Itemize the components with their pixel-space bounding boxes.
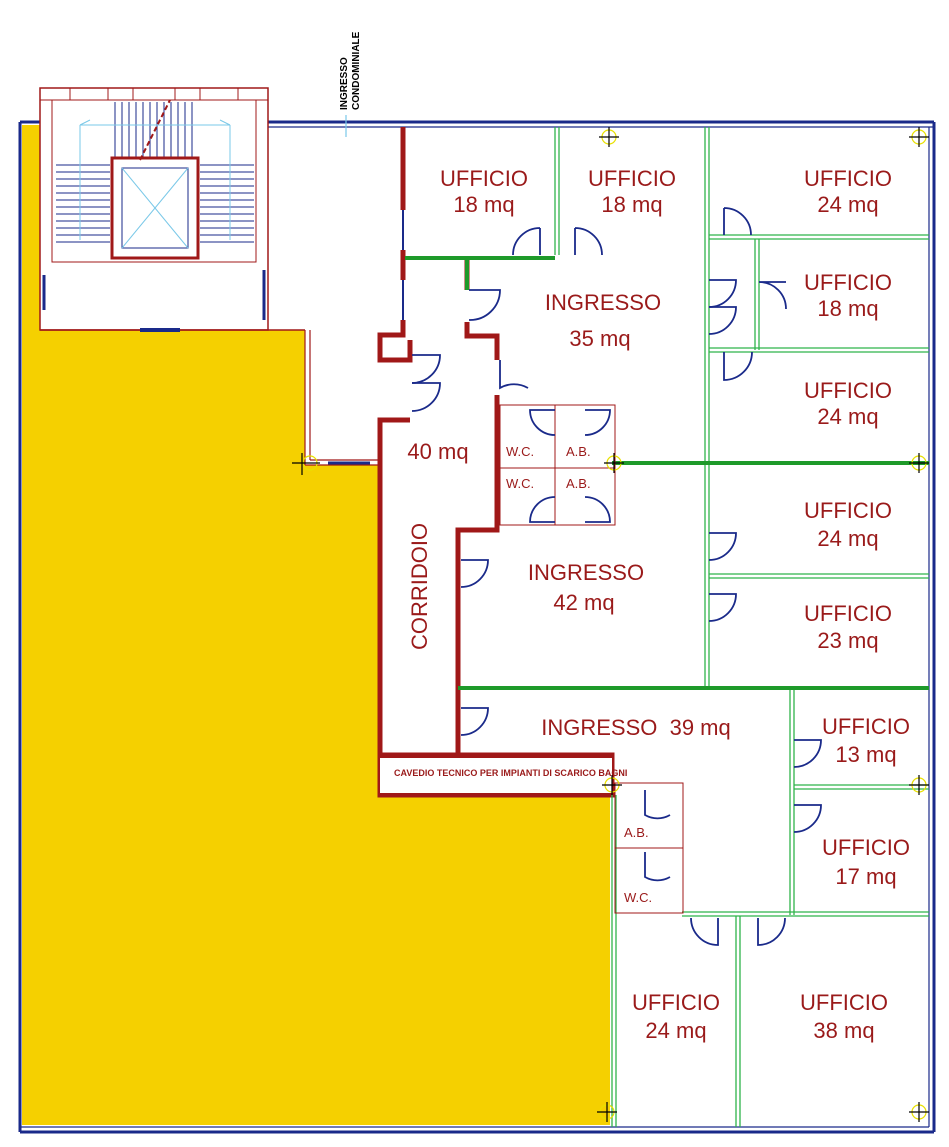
room-uff-1-name: UFFICIO xyxy=(440,166,528,191)
green-partitions-thick xyxy=(405,256,929,690)
room-uff-5-name: UFFICIO xyxy=(804,378,892,403)
stairwell xyxy=(39,87,305,332)
room-uff-7-name: UFFICIO xyxy=(804,601,892,626)
room-uff-11-area: 38 mq xyxy=(813,1018,874,1043)
entrance-walls xyxy=(304,330,378,466)
room-uff-9-area: 17 mq xyxy=(835,864,896,889)
room-uff-8-area: 13 mq xyxy=(835,742,896,767)
room-uff-2-name: UFFICIO xyxy=(588,166,676,191)
ab-label-1: A.B. xyxy=(566,444,591,459)
column-markers xyxy=(292,127,929,1122)
doors xyxy=(411,207,822,946)
wc-label-1: W.C. xyxy=(506,444,534,459)
room-ingresso-2-name: INGRESSO xyxy=(528,560,644,585)
room-uff-6-name: UFFICIO xyxy=(804,498,892,523)
service-blocks xyxy=(499,404,684,914)
entrance-label-1: INGRESSO xyxy=(339,57,350,110)
room-uff-10-area: 24 mq xyxy=(645,1018,706,1043)
cavedio-box xyxy=(380,757,612,793)
room-uff-10-name: UFFICIO xyxy=(632,990,720,1015)
room-uff-1-area: 18 mq xyxy=(453,192,514,217)
wc-label-2: W.C. xyxy=(506,476,534,491)
room-uff-2-area: 18 mq xyxy=(601,192,662,217)
room-uff-3-name: UFFICIO xyxy=(804,166,892,191)
room-uff-8-name: UFFICIO xyxy=(822,714,910,739)
room-corridoio-name: CORRIDOIO xyxy=(407,523,432,650)
room-ingresso-2-area: 42 mq xyxy=(553,590,614,615)
room-ingresso-1-name: INGRESSO xyxy=(545,290,661,315)
ab-label-3: A.B. xyxy=(624,825,649,840)
room-uff-3-area: 24 mq xyxy=(817,192,878,217)
room-uff-4-name: UFFICIO xyxy=(804,270,892,295)
red-walls xyxy=(377,127,615,798)
entrance-label-2: CONDOMINIALE xyxy=(351,31,362,110)
room-uff-11-name: UFFICIO xyxy=(800,990,888,1015)
cavedio-label: CAVEDIO TECNICO PER IMPIANTI DI SCARICO … xyxy=(394,768,627,778)
room-ingresso-3: INGRESSO 39 mq xyxy=(541,715,731,740)
wc-label-3: W.C. xyxy=(624,890,652,905)
room-ingresso-1-area: 35 mq xyxy=(569,326,630,351)
ab-label-2: A.B. xyxy=(566,476,591,491)
room-uff-7-area: 23 mq xyxy=(817,628,878,653)
room-uff-9-name: UFFICIO xyxy=(822,835,910,860)
green-partitions xyxy=(554,127,929,1127)
room-uff-4-area: 18 mq xyxy=(817,296,878,321)
outer-walls xyxy=(18,120,936,1134)
room-corridoio-area: 40 mq xyxy=(407,439,468,464)
room-uff-5-area: 24 mq xyxy=(817,404,878,429)
room-uff-6-area: 24 mq xyxy=(817,526,878,551)
yellow-area xyxy=(22,125,610,1125)
